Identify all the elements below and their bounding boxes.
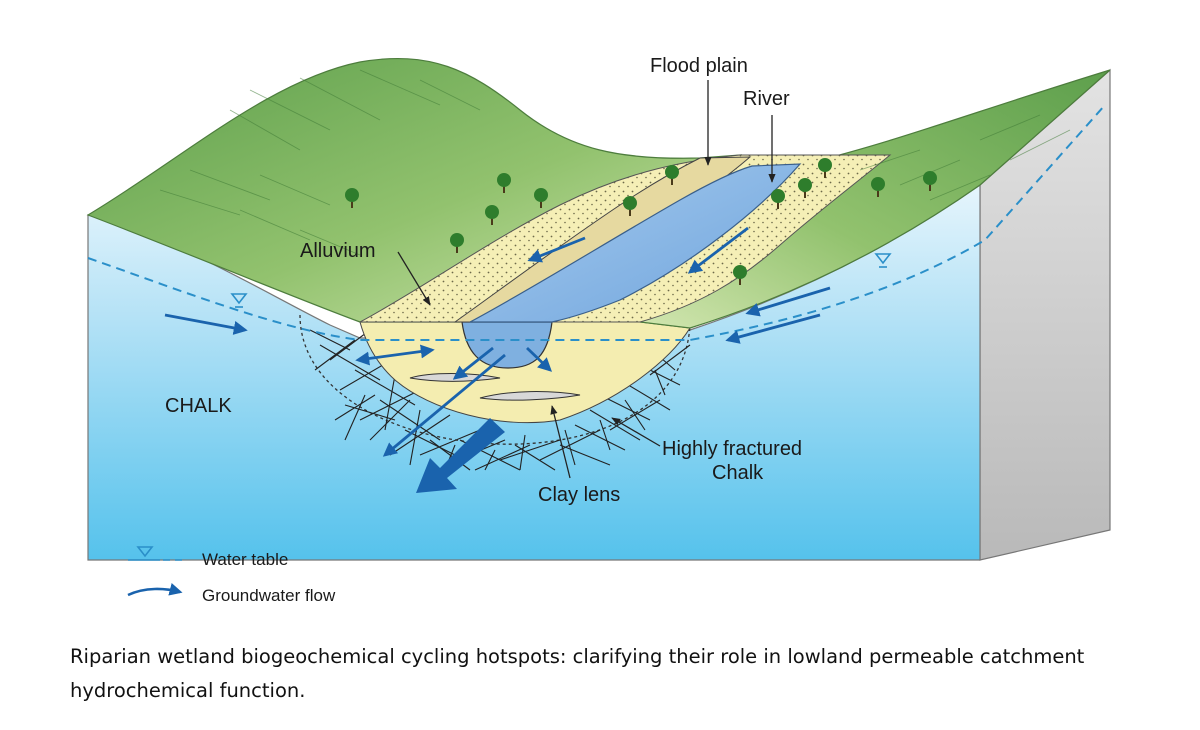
figure-caption: Riparian wetland biogeochemical cycling … [70,640,1150,708]
legend-groundwater-flow: Groundwater flow [202,586,336,605]
legend-water-table: Water table [202,550,288,569]
label-river: River [743,88,790,110]
label-highly-fractured: Highly fractured [662,438,802,460]
label-alluvium: Alluvium [300,240,376,262]
label-clay-lens: Clay lens [538,484,620,506]
label-chalk: CHALK [165,395,232,417]
label-chalk-fractured: Chalk [712,462,764,484]
groundwater-flow-legend-icon [128,589,180,595]
label-flood-plain: Flood plain [650,55,748,77]
